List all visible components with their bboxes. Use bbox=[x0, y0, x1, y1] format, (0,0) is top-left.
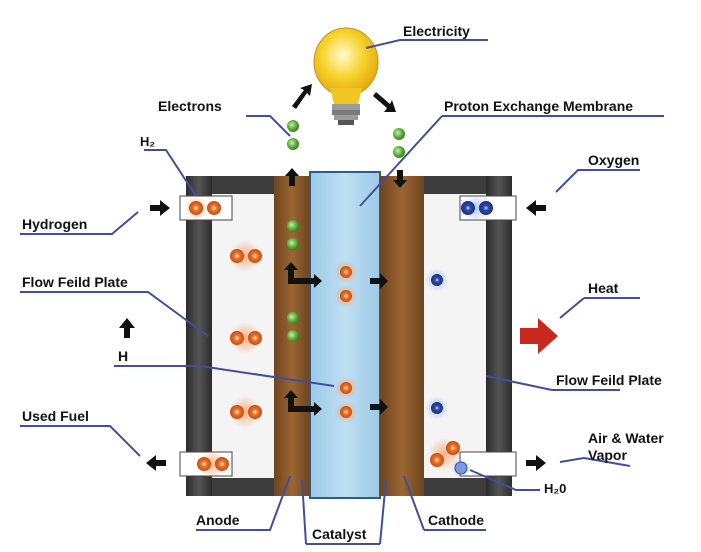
hydrogen-atom bbox=[230, 249, 244, 263]
water-hydrogen-atom bbox=[430, 453, 444, 467]
hydrogen-atom bbox=[215, 457, 229, 471]
label-electrons: Electrons bbox=[158, 98, 222, 114]
upward-arrow-icon bbox=[119, 318, 135, 338]
electron bbox=[287, 312, 299, 324]
proton-flow-arrow-icon bbox=[284, 262, 322, 288]
electron bbox=[393, 128, 405, 140]
proton bbox=[340, 290, 352, 302]
flow-field-plate-right bbox=[486, 176, 512, 496]
label-flow-field-plate-right: Flow Feild Plate bbox=[556, 372, 662, 388]
label-electricity: Electricity bbox=[403, 23, 470, 39]
cathode-electrode bbox=[380, 176, 424, 496]
label-hydrogen: Hydrogen bbox=[22, 216, 87, 232]
electron bbox=[287, 238, 299, 250]
used-fuel-out-arrow-icon bbox=[146, 455, 166, 471]
water-hydrogen-atom bbox=[446, 441, 460, 455]
heat-arrow-icon bbox=[520, 318, 558, 354]
cathode-gas-channel bbox=[424, 194, 486, 478]
hydrogen-atom bbox=[207, 201, 221, 215]
arrow-up-icon bbox=[285, 168, 299, 186]
labels: Electricity Electrons Proton Exchange Me… bbox=[22, 23, 664, 542]
label-catalyst: Catalyst bbox=[312, 526, 367, 542]
electron-flow-arrows bbox=[285, 84, 407, 188]
air-water-out-arrow-icon bbox=[526, 455, 546, 471]
leader-lines bbox=[20, 39, 664, 545]
proton-exchange-membrane bbox=[309, 171, 381, 499]
hydrogen-atom bbox=[248, 331, 262, 345]
label-h2-in: H₂ bbox=[140, 134, 155, 149]
label-flow-field-plate-left: Flow Feild Plate bbox=[22, 274, 128, 290]
oxygen-atom bbox=[431, 402, 443, 414]
flow-field-plate-left bbox=[186, 176, 212, 496]
oxygen-atom bbox=[461, 201, 475, 215]
electron bbox=[287, 120, 299, 132]
proton bbox=[340, 406, 352, 418]
hydrogen-in-arrow-icon bbox=[150, 200, 170, 216]
oxygen-in-arrow-icon bbox=[526, 200, 546, 216]
hydrogen-atom bbox=[230, 405, 244, 419]
oxygen-atom bbox=[479, 201, 493, 215]
arrow-down-icon bbox=[393, 170, 407, 188]
label-heat: Heat bbox=[588, 280, 619, 296]
electron bbox=[287, 138, 299, 150]
electron bbox=[287, 220, 299, 232]
label-proton-exchange-membrane: Proton Exchange Membrane bbox=[444, 98, 633, 114]
electron bbox=[393, 146, 405, 158]
label-used-fuel: Used Fuel bbox=[22, 408, 89, 424]
label-h2o: H₂0 bbox=[544, 481, 566, 496]
proton-flow-arrow-icon bbox=[370, 399, 388, 415]
oxygen-atom bbox=[431, 274, 443, 286]
flow-arrows bbox=[119, 200, 546, 471]
hydrogen-atom bbox=[248, 405, 262, 419]
water-oxygen-atom bbox=[454, 461, 468, 475]
electron bbox=[287, 330, 299, 342]
proton bbox=[340, 266, 352, 278]
label-air-water-line1: Air & Water bbox=[588, 430, 664, 446]
hydrogen-atom bbox=[248, 249, 262, 263]
label-air-water-line2: Vapor bbox=[588, 447, 627, 463]
arrow-up-right-icon bbox=[292, 84, 312, 109]
proton bbox=[340, 382, 352, 394]
label-anode: Anode bbox=[196, 512, 240, 528]
electrons bbox=[287, 120, 405, 342]
proton-flow-arrow-icon bbox=[370, 273, 388, 289]
light-bulb-icon bbox=[313, 27, 379, 125]
hydrogen-atom bbox=[197, 457, 211, 471]
hydrogen-particles bbox=[184, 196, 460, 478]
label-h: H bbox=[118, 348, 128, 364]
proton-flow-arrow-icon bbox=[284, 390, 322, 416]
oxygen-particles bbox=[425, 194, 493, 478]
label-oxygen: Oxygen bbox=[588, 152, 639, 168]
hydrogen-atom bbox=[189, 201, 203, 215]
arrow-down-right-icon bbox=[373, 92, 396, 112]
hydrogen-atom bbox=[230, 331, 244, 345]
label-cathode: Cathode bbox=[428, 512, 484, 528]
